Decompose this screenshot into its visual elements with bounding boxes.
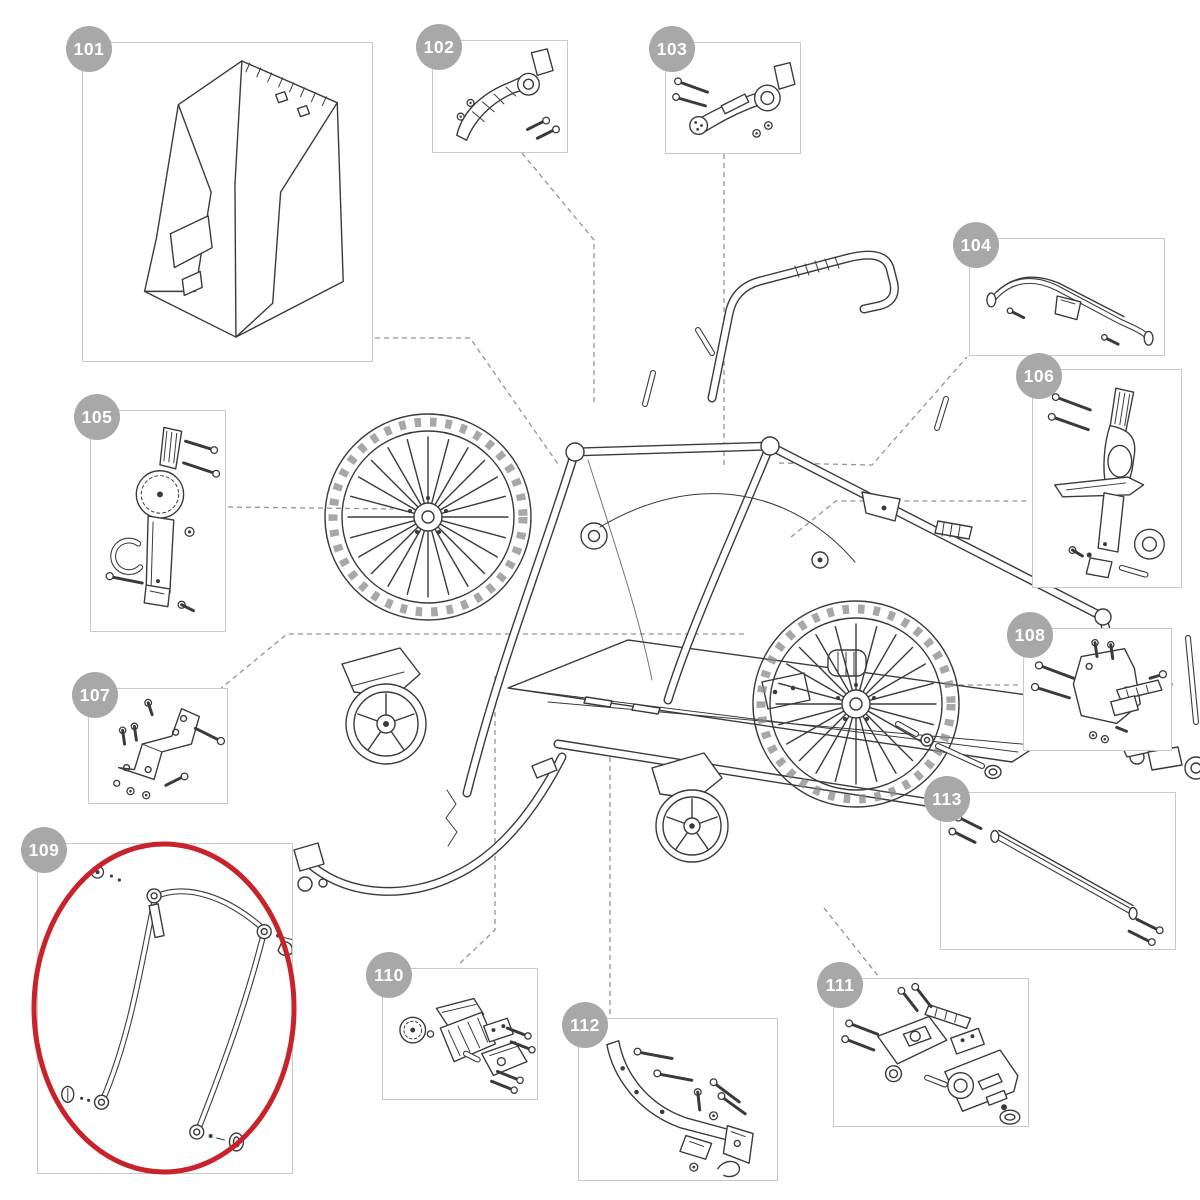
- part-number-badge: 106: [1016, 353, 1062, 399]
- part-box-112[interactable]: 112: [562, 1002, 778, 1181]
- part-number-badge: 109: [21, 827, 67, 873]
- handlebar: [695, 250, 899, 403]
- part-107-sketch: [113, 698, 226, 800]
- part-number-badge: 113: [924, 776, 970, 822]
- part-box-110[interactable]: 110: [366, 952, 538, 1100]
- part-103-sketch: [672, 61, 796, 138]
- part-box-108[interactable]: 108: [1007, 612, 1172, 751]
- axle-pin-parts: [895, 721, 1002, 780]
- part-box-104[interactable]: 104: [953, 222, 1165, 356]
- part-box-107[interactable]: 107: [72, 672, 228, 804]
- part-box-109[interactable]: 109: [21, 827, 293, 1174]
- part-box-106[interactable]: 106: [1016, 353, 1182, 588]
- part-number-badge: 107: [72, 672, 118, 718]
- part-box-102[interactable]: 102: [416, 24, 568, 153]
- part-108-sketch: [1030, 638, 1168, 744]
- part-number-badge: 108: [1007, 612, 1053, 658]
- part-105-sketch: [105, 426, 221, 613]
- part-102-sketch: [456, 48, 560, 141]
- part-number-badge: 110: [366, 952, 412, 998]
- part-number-badge: 112: [562, 1002, 608, 1048]
- part-112-sketch: [606, 1040, 754, 1178]
- front-caster-wheel-right: [651, 752, 729, 863]
- part-number-badge: 101: [66, 26, 112, 72]
- left-wheel: [324, 413, 532, 621]
- part-box-105[interactable]: 105: [74, 394, 226, 632]
- part-113-sketch: [948, 813, 1164, 947]
- right-wheel: [752, 600, 960, 808]
- part-number-badge: 102: [416, 24, 462, 70]
- part-number-badge: 103: [649, 26, 695, 72]
- part-110-sketch: [399, 997, 536, 1094]
- part-106-sketch: [1047, 387, 1165, 579]
- part-box-101[interactable]: 101: [66, 26, 373, 362]
- part-number-badge: 105: [74, 394, 120, 440]
- part-box-113[interactable]: 113: [924, 776, 1176, 950]
- hitch-arm: [293, 752, 567, 896]
- part-109-sketch: [61, 865, 292, 1152]
- part-111-sketch: [841, 982, 1021, 1125]
- part-box-111[interactable]: 111: [817, 962, 1029, 1127]
- front-caster-wheel: [341, 647, 427, 765]
- part-101-sketch: [143, 60, 344, 338]
- part-number-badge: 104: [953, 222, 999, 268]
- part-number-badge: 111: [817, 962, 863, 1008]
- part-box-103[interactable]: 103: [649, 26, 801, 154]
- part-104-sketch: [986, 276, 1154, 346]
